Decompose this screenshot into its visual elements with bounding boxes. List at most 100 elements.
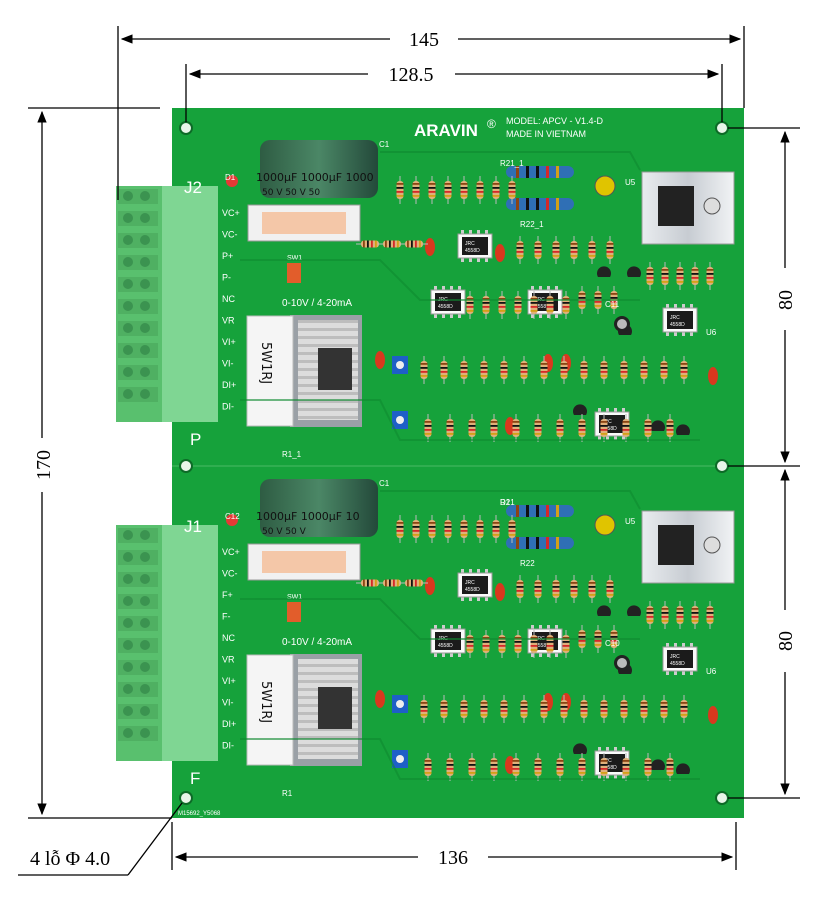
pin-label: VC- xyxy=(222,230,238,240)
ref-designator: D1 xyxy=(225,173,236,182)
resistor xyxy=(424,758,432,776)
capacitor-label: 1000μF 1000μF 1000 xyxy=(256,171,374,184)
connector-label: J2 xyxy=(184,178,202,197)
resistor xyxy=(661,606,669,624)
resistor xyxy=(691,267,699,285)
serial-label: M15692_Y5068 xyxy=(178,811,221,817)
resistor xyxy=(534,758,542,776)
resistor xyxy=(508,520,516,538)
resistor xyxy=(640,361,648,379)
svg-text:4558D: 4558D xyxy=(602,765,617,771)
dim-height-total: 170 xyxy=(33,450,55,480)
svg-text:4558D: 4558D xyxy=(438,643,453,649)
resistor xyxy=(476,181,484,199)
pin-label: VI- xyxy=(222,698,234,708)
resistor xyxy=(676,606,684,624)
resistor xyxy=(556,419,564,437)
resistor xyxy=(490,758,498,776)
side-label: P xyxy=(190,430,201,449)
resistor xyxy=(622,758,630,776)
resistor xyxy=(676,267,684,285)
bulk-capacitor xyxy=(260,140,378,198)
resistor xyxy=(490,419,498,437)
resistor xyxy=(428,181,436,199)
resistor xyxy=(405,579,423,587)
resistor xyxy=(516,241,524,259)
resistor xyxy=(606,241,614,259)
resistor xyxy=(512,419,520,437)
resistor xyxy=(396,520,404,538)
ref-designator: R22 xyxy=(520,559,535,568)
resistor xyxy=(660,700,668,718)
ref-designator: C1 xyxy=(379,140,390,149)
voltage-regulator xyxy=(658,525,694,565)
transistor xyxy=(676,763,690,774)
ref-designator: R21 xyxy=(500,498,515,507)
transistor xyxy=(651,420,665,431)
resistor xyxy=(420,700,428,718)
film-capacitor xyxy=(495,244,505,262)
resistor xyxy=(580,361,588,379)
film-capacitor xyxy=(708,367,718,385)
ref-designator: R1 xyxy=(282,789,293,798)
transistor xyxy=(597,266,611,277)
dip-switch xyxy=(287,602,301,622)
regulator xyxy=(318,687,352,729)
resistor xyxy=(588,241,596,259)
electrolytic-cap-yellow xyxy=(594,514,616,536)
resistor xyxy=(412,181,420,199)
regulator xyxy=(318,348,352,390)
resistor xyxy=(468,758,476,776)
resistor xyxy=(706,606,714,624)
pin-label: VI+ xyxy=(222,337,236,347)
resistor xyxy=(516,580,524,598)
pin-label: NC xyxy=(222,294,235,304)
resistor xyxy=(500,700,508,718)
resistor xyxy=(361,579,379,587)
pin-label: F+ xyxy=(222,590,233,600)
resistor xyxy=(600,700,608,718)
svg-text:JRC: JRC xyxy=(465,241,475,247)
film-capacitor xyxy=(708,706,718,724)
film-capacitor xyxy=(495,583,505,601)
resistor xyxy=(396,181,404,199)
terminal-block xyxy=(116,186,218,422)
svg-text:4558D: 4558D xyxy=(602,426,617,432)
pin-label: VC+ xyxy=(222,547,240,557)
resistor xyxy=(476,520,484,538)
resistor xyxy=(552,580,560,598)
svg-text:4558D: 4558D xyxy=(670,322,685,328)
dimension-lines xyxy=(18,26,800,876)
transistor xyxy=(676,424,690,435)
svg-text:JRC: JRC xyxy=(465,580,475,586)
ceramic-resistor xyxy=(246,654,294,766)
resistor xyxy=(480,361,488,379)
resistor xyxy=(460,361,468,379)
resistor xyxy=(534,419,542,437)
resistor xyxy=(460,700,468,718)
transistor xyxy=(597,605,611,616)
resistor xyxy=(520,700,528,718)
resistor xyxy=(646,267,654,285)
pin-label: P+ xyxy=(222,251,233,261)
resistor xyxy=(444,520,452,538)
resistor xyxy=(600,361,608,379)
resistor xyxy=(560,700,568,718)
resistor xyxy=(534,580,542,598)
resistor xyxy=(666,419,674,437)
ref-designator: R21_1 xyxy=(500,159,524,168)
resistor xyxy=(556,758,564,776)
resistor xyxy=(644,419,652,437)
copper-traces xyxy=(240,151,700,441)
film-capacitor xyxy=(425,577,435,595)
svg-text:JRC: JRC xyxy=(670,315,680,321)
dip-switch xyxy=(287,263,301,283)
resistor xyxy=(606,580,614,598)
film-capacitor xyxy=(375,351,385,369)
resistor xyxy=(512,758,520,776)
